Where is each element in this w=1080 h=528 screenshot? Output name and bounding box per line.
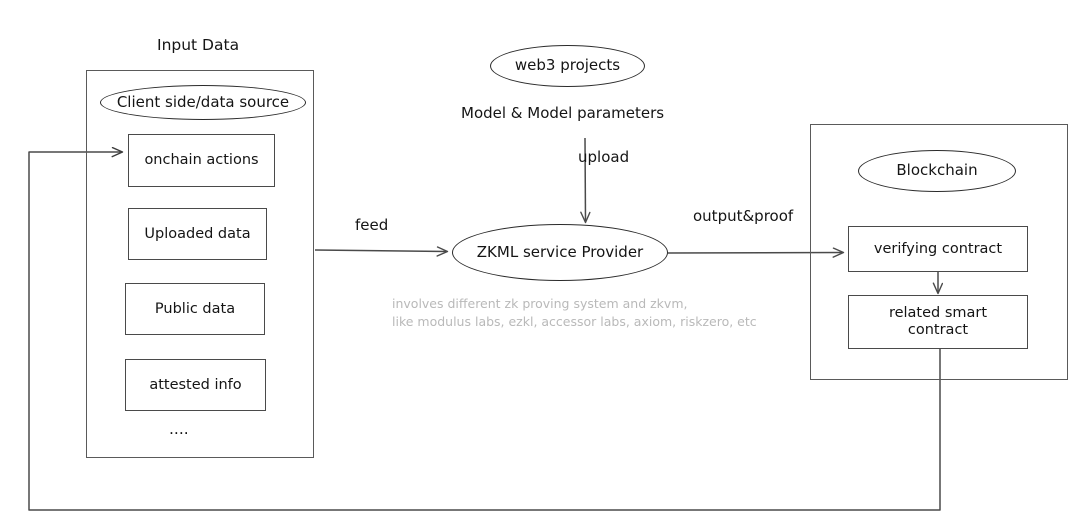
edge-upload-arrow [580,137,591,224]
edge-feed-arrow [314,246,449,257]
blockchain-group [810,124,1068,380]
public-data-box[interactable]: Public data [125,283,265,335]
edge-feedback-loop-arrow [28,146,941,511]
web3-projects-ellipse[interactable]: web3 projects [490,45,645,87]
verifying-contract-box[interactable]: verifying contract [848,226,1028,272]
uploaded-data-box[interactable]: Uploaded data [128,208,267,260]
input-data-title: Input Data [157,36,240,54]
input-more-ellipsis: .... [169,420,189,438]
model-and-parameters-label: Model & Model parameters [461,104,665,122]
client-side-data-source-ellipse[interactable]: Client side/data source [100,85,306,120]
onchain-actions-box[interactable]: onchain actions [128,134,275,187]
zkml-service-caption: involves different zk proving system and… [392,296,757,330]
zkml-service-provider-ellipse[interactable]: ZKML service Provider [452,224,668,281]
attested-info-box[interactable]: attested info [125,359,266,411]
input-data-group [86,70,314,458]
edge-output-proof-arrow [667,247,845,258]
related-smart-contract-box[interactable]: related smart contract [848,295,1028,349]
feed-edge-label: feed [355,216,389,234]
blockchain-ellipse[interactable]: Blockchain [858,150,1016,192]
upload-edge-label: upload [578,148,630,166]
output-proof-edge-label: output&proof [693,207,794,225]
